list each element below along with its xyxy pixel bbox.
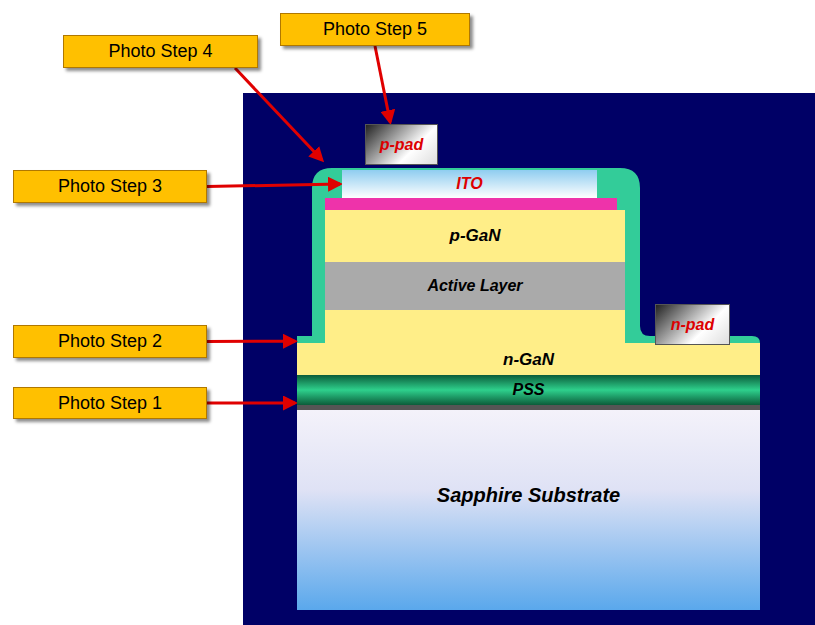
background-panel <box>243 93 815 625</box>
arrow-connector <box>375 46 390 122</box>
layer-label: p-pad <box>380 136 424 154</box>
pss-layer: PSS <box>297 375 760 410</box>
layer-label: Photo Step 2 <box>58 331 162 352</box>
step-label: Photo Step 5 <box>280 13 470 46</box>
arrow-connector <box>207 402 295 405</box>
n-pad: n-pad <box>655 304 730 345</box>
layer-label: n-pad <box>671 316 715 334</box>
arrow-connector <box>207 340 295 343</box>
leader-line <box>235 68 322 160</box>
layer-label: p-GaN <box>450 226 501 246</box>
substrate-layer: Sapphire Substrate <box>297 410 760 610</box>
step-label: Photo Step 3 <box>13 170 207 203</box>
ito-layer: ITO <box>342 170 597 198</box>
p-gan-layer: p-GaN <box>325 210 625 262</box>
step-label: Photo Step 1 <box>13 387 207 419</box>
active-layer: Active Layer <box>325 262 625 310</box>
step-label: Photo Step 2 <box>13 325 207 358</box>
layer-label: PSS <box>512 381 544 399</box>
contact-layer <box>325 198 617 210</box>
step-label: Photo Step 4 <box>63 35 258 68</box>
arrow-connector <box>207 184 340 186</box>
layer-label: Photo Step 3 <box>58 176 162 197</box>
layer-label: Active Layer <box>427 277 522 295</box>
layer-label: ITO <box>456 175 482 193</box>
layer-label: Sapphire Substrate <box>437 484 620 507</box>
layer-label: Photo Step 1 <box>58 393 162 414</box>
layer-label: Photo Step 4 <box>108 41 212 62</box>
p-pad: p-pad <box>365 124 438 165</box>
layer-label: Photo Step 5 <box>323 19 427 40</box>
layer-label: n-GaN <box>503 350 554 370</box>
